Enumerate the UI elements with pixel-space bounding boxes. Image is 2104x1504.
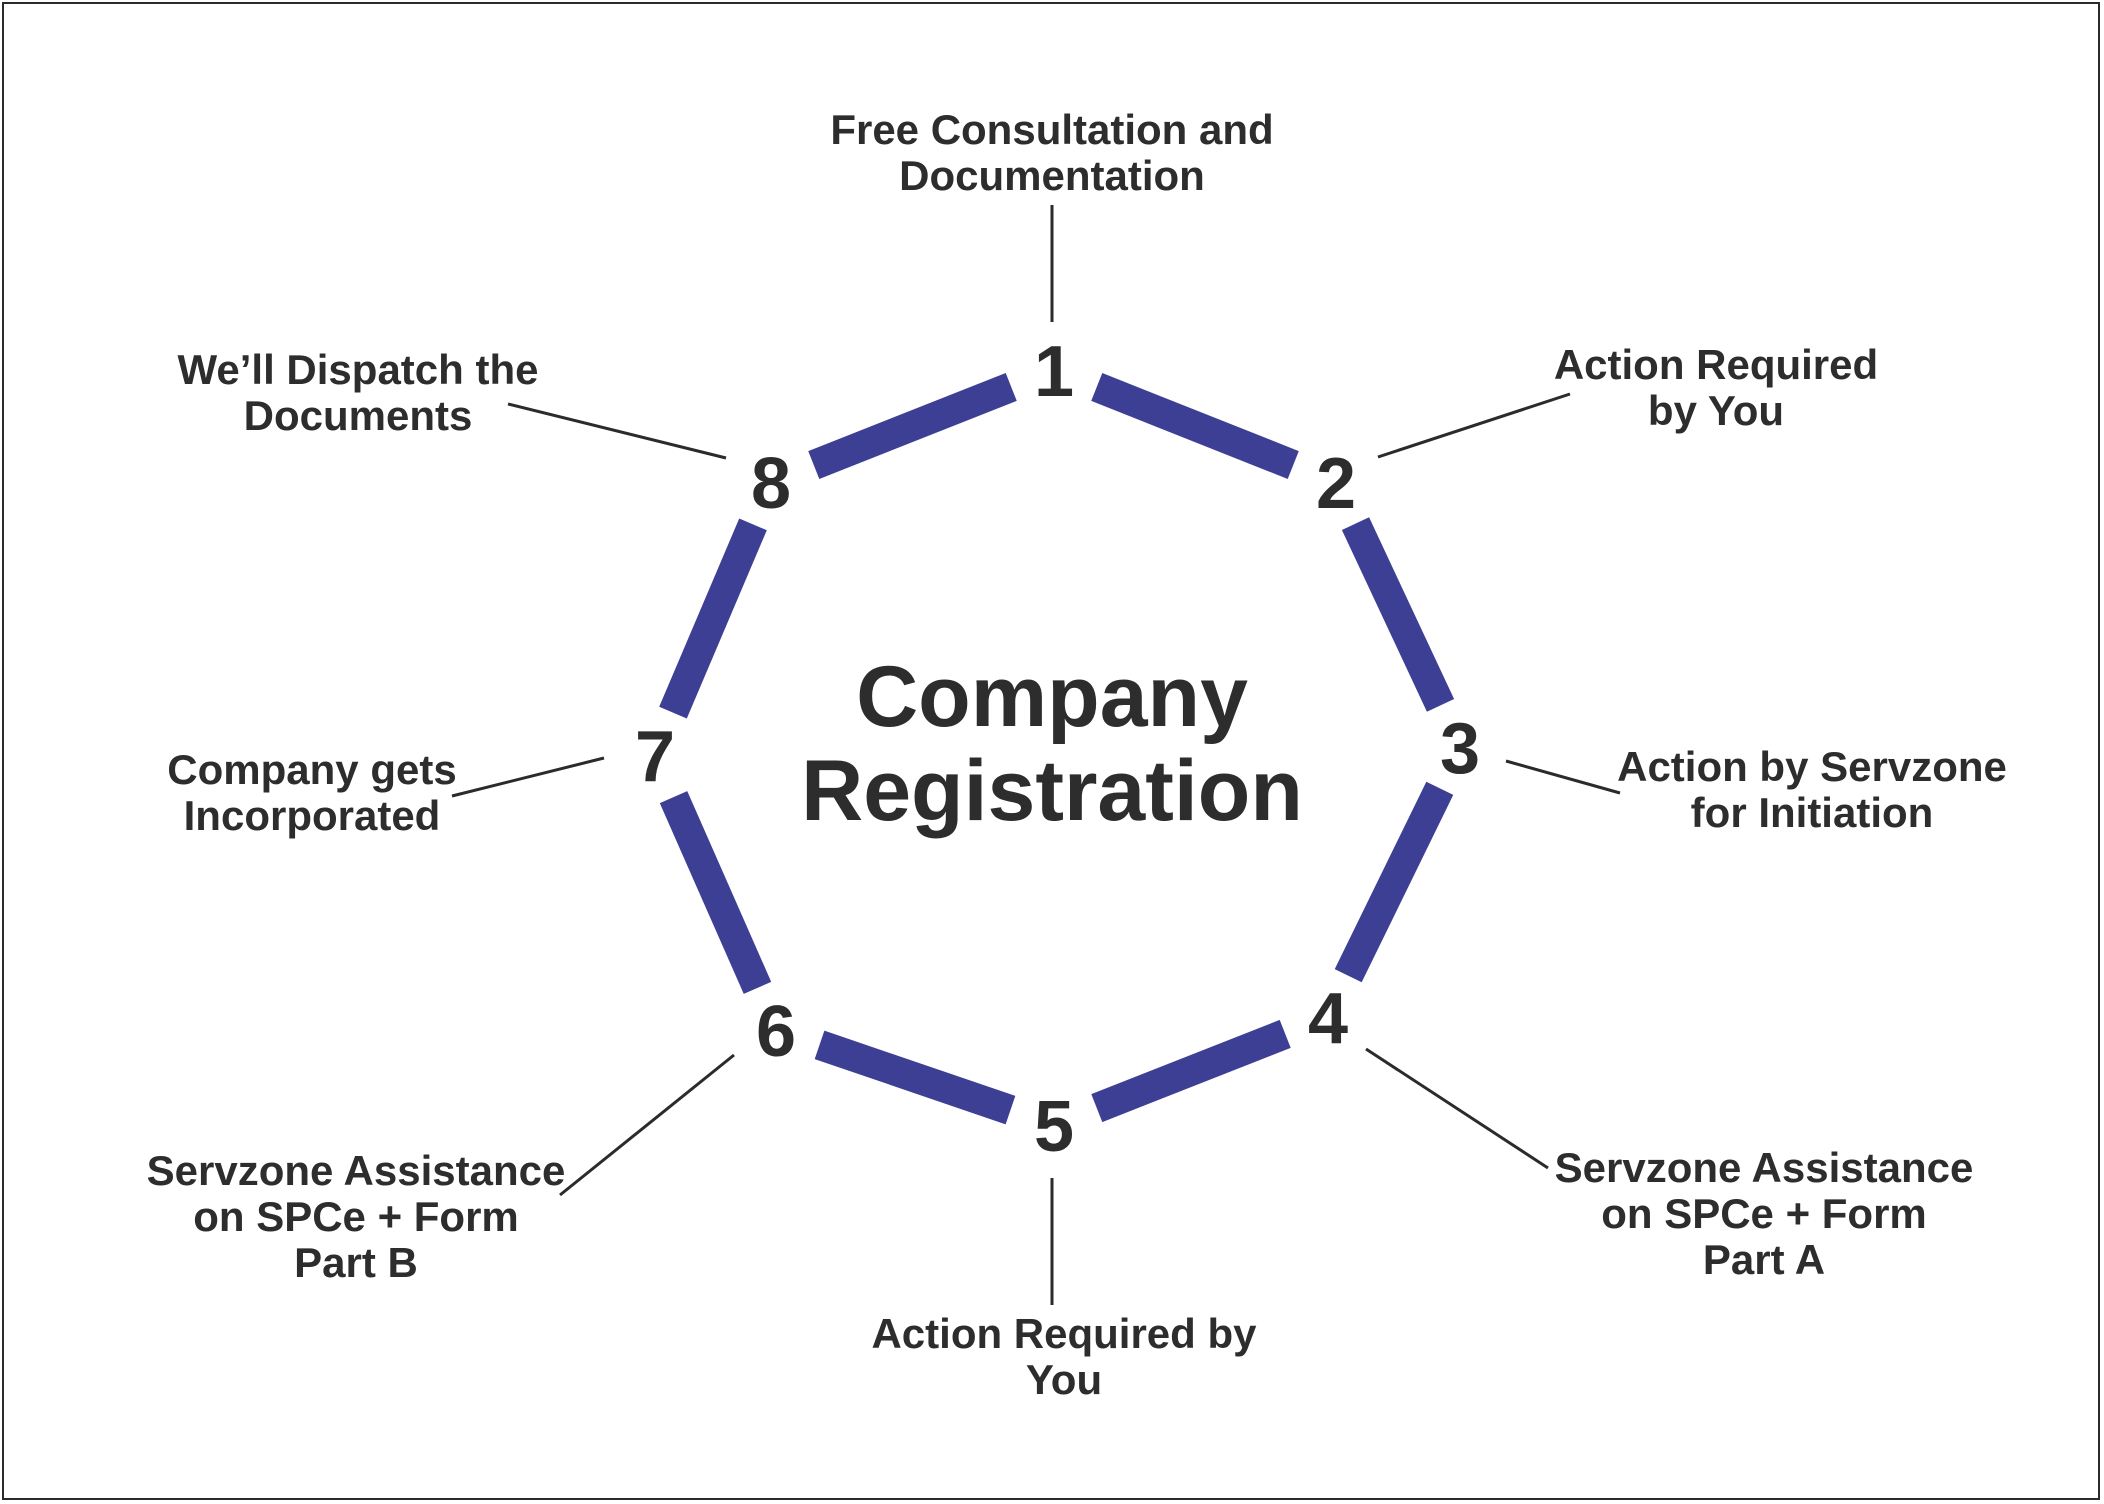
step-label-3-line-1: Action by Servzone bbox=[1617, 743, 2007, 790]
cycle-segment-4-5 bbox=[1091, 1019, 1291, 1123]
step-label-7-line-2: Incorporated bbox=[183, 792, 441, 839]
step-label-4-line-3: Part A bbox=[1702, 1236, 1826, 1283]
step-number-4: 4 bbox=[1308, 979, 1348, 1059]
step-number-1: 1 bbox=[1034, 332, 1074, 412]
step-label-6-line-1: Servzone Assistance bbox=[146, 1147, 566, 1194]
cycle-segment-5-6 bbox=[814, 1030, 1016, 1125]
step-label-6-line-2: on SPCe + Form bbox=[193, 1193, 519, 1240]
step-label-5-line-2: You bbox=[1025, 1356, 1103, 1403]
step-number-8: 8 bbox=[751, 444, 791, 524]
step-number-2: 2 bbox=[1316, 444, 1356, 524]
cycle-segment-6-7 bbox=[659, 791, 772, 994]
cycle-segment-1-2 bbox=[1091, 373, 1299, 479]
step-node-7 bbox=[611, 711, 699, 799]
connector-line-4 bbox=[1365, 1047, 1549, 1170]
cycle-segment-7-8 bbox=[659, 518, 767, 719]
center-title-line-2: Registration bbox=[801, 743, 1303, 839]
step-number-7: 7 bbox=[635, 717, 675, 797]
step-label-1-line-1: Free Consultation and bbox=[830, 106, 1274, 153]
connector-line-6 bbox=[559, 1053, 735, 1197]
cycle-segment-8-1 bbox=[808, 372, 1017, 480]
step-label-1-line-2: Documentation bbox=[899, 152, 1205, 199]
connector-line-2 bbox=[1377, 392, 1571, 459]
step-node-2 bbox=[1292, 438, 1380, 526]
step-label-8-line-2: Documents bbox=[243, 392, 473, 439]
step-node-5 bbox=[1010, 1081, 1098, 1169]
center-title: Company Registration bbox=[752, 650, 1352, 838]
step-label-2-line-1: Action Required bbox=[1553, 341, 1879, 388]
cycle-segment-3-4 bbox=[1334, 781, 1454, 983]
step-number-5: 5 bbox=[1034, 1087, 1074, 1167]
step-label-4-line-1: Servzone Assistance bbox=[1554, 1144, 1974, 1191]
step-label-8-line-1: We’ll Dispatch the bbox=[177, 346, 539, 393]
step-node-1 bbox=[1010, 326, 1098, 414]
step-label-6-line-3: Part B bbox=[294, 1239, 418, 1286]
connector-line-3 bbox=[1505, 759, 1621, 795]
connector-line-8 bbox=[507, 402, 727, 460]
step-label-2-line-2: by You bbox=[1647, 387, 1785, 434]
step-node-8 bbox=[727, 438, 815, 526]
step-number-3: 3 bbox=[1440, 709, 1480, 789]
step-node-6 bbox=[732, 986, 820, 1074]
step-label-5-line-1: Action Required by bbox=[871, 1310, 1257, 1357]
center-title-line-1: Company bbox=[856, 649, 1248, 745]
step-label-7-line-1: Company gets bbox=[167, 746, 457, 793]
step-node-3 bbox=[1416, 703, 1504, 791]
step-label-4-line-2: on SPCe + Form bbox=[1601, 1190, 1927, 1237]
step-label-3-line-2: for Initiation bbox=[1690, 789, 1934, 836]
step-number-6: 6 bbox=[756, 992, 796, 1072]
cycle-segment-2-3 bbox=[1341, 517, 1455, 712]
connector-line-7 bbox=[451, 756, 605, 798]
step-node-4 bbox=[1284, 973, 1372, 1061]
